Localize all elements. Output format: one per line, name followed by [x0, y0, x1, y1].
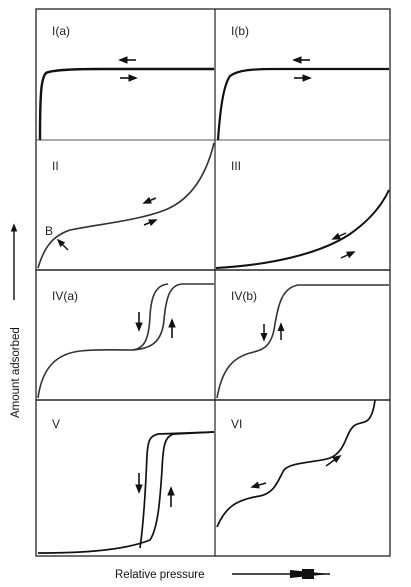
- panel-label-i-b: I(b): [231, 24, 249, 38]
- y-axis-label: Amount adsorbed: [10, 327, 22, 418]
- x-axis-label: Relative pressure: [115, 569, 204, 581]
- isotherm-desorption-branch-iv-a: [37, 283, 169, 399]
- panel-i-b: [216, 56, 389, 141]
- figure-frame: [35, 8, 391, 557]
- x-axis-arrowhead-icon: [290, 569, 330, 579]
- isotherm-adsorption-branch-iv-a: [131, 283, 214, 351]
- point-b-label: B: [45, 224, 53, 238]
- panel-iv-b: [216, 284, 389, 399]
- panel-label-v: V: [52, 417, 60, 431]
- isotherm-curve-vi: [216, 399, 376, 528]
- panel-i-a: [38, 56, 214, 141]
- desorption-arrow-icon: [142, 196, 157, 204]
- panel-iv-a: [37, 283, 214, 399]
- y-axis: Amount adsorbed: [10, 223, 22, 418]
- isotherm-curve-iv-b: [216, 284, 389, 399]
- adsorption-arrow-icon: [340, 251, 356, 259]
- panel-label-vi: VI: [231, 417, 242, 431]
- isotherm-curve-iii: [215, 189, 390, 269]
- desorption-arrow-icon: [331, 232, 347, 240]
- panel-label-iii: III: [231, 159, 241, 173]
- panel-v: [37, 431, 215, 554]
- adsorption-arrow-icon: [143, 219, 158, 227]
- isotherm-desorption-branch-v: [139, 431, 215, 549]
- panel-label-iv-a: IV(a): [52, 289, 78, 303]
- isotherm-curve-ii: [37, 142, 215, 269]
- panel-vi: [216, 399, 376, 528]
- point-b-arrow-icon: [56, 238, 69, 251]
- isotherm-adsorption-branch-v: [37, 431, 215, 554]
- x-axis: Relative pressure: [115, 569, 330, 581]
- isotherm-curve-i-b: [216, 67, 389, 141]
- isotherm-curve-i-a: [38, 67, 214, 141]
- adsorption-arrow-icon: [325, 454, 342, 467]
- panel-ii: B: [37, 142, 215, 269]
- panel-label-iv-b: IV(b): [231, 289, 257, 303]
- panel-label-i-a: I(a): [52, 24, 70, 38]
- panel-label-ii: II: [52, 159, 59, 173]
- desorption-arrow-icon: [250, 481, 267, 489]
- panel-iii: [215, 189, 390, 269]
